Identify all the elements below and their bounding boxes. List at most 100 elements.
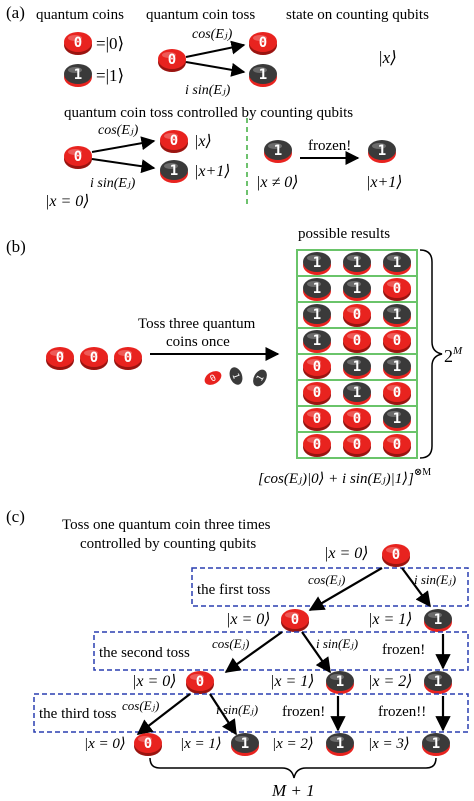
coin-one-icon: 1 [303,278,331,301]
coin-zero-icon: 0 [343,408,371,431]
svg-text:1: 1 [313,281,321,297]
coin-zero-icon: 0 [343,330,371,353]
arrow-icon [136,693,191,735]
coin-one-icon: 1 [383,252,411,275]
coin-zero-icon: 0 [383,434,411,457]
tumbling-coin-one-icon: 1 [253,369,267,387]
coin-one-icon: 1 [326,733,354,756]
svg-text:0: 0 [74,149,82,165]
third-toss-label: the third toss [39,706,117,722]
frozen-a: frozen! [308,138,351,154]
coin-one-icon: 1 [303,304,331,327]
coin-zero-icon: 0 [114,347,142,370]
row1-ket-0: |x = 0⟩ [226,611,271,628]
coin-one-icon: 1 [422,733,450,756]
coin-zero-icon: 0 [382,544,410,567]
amp-cos-c2: cos(Eⱼ) [212,636,249,651]
coin-one-icon: 1 [383,304,411,327]
svg-text:0: 0 [170,133,178,149]
svg-text:1: 1 [353,281,361,297]
brace-label: M + 1 [271,781,315,800]
row3-ket-0: |x = 0⟩ [84,736,126,752]
arrow-icon [185,40,246,58]
power-base: 2M [444,345,463,366]
amp-isin-c3: i sin(Eⱼ) [216,702,258,717]
frozen-c3b: frozen!! [378,704,426,720]
heading-possible-results: possible results [298,226,390,242]
svg-text:1: 1 [353,359,361,375]
svg-text:1: 1 [432,736,440,752]
row2-ket-2: |x = 2⟩ [368,673,413,690]
svg-text:0: 0 [124,350,132,366]
svg-text:1: 1 [393,307,401,323]
svg-text:0: 0 [393,281,401,297]
svg-text:0: 0 [313,437,321,453]
svg-text:0: 0 [353,307,361,323]
coin-zero-icon: 0 [249,32,277,55]
result-row: 1 1 0 [296,275,418,303]
coin-zero-icon: 0 [303,434,331,457]
coin-one-icon: 1 [343,356,371,379]
coin-one-icon: 1 [231,733,259,756]
amp-isin-c1: i sin(Eⱼ) [414,572,456,587]
row2-ket-0: |x = 0⟩ [132,673,177,690]
brace-icon [419,249,443,459]
arrow-icon [224,631,283,673]
svg-text:0: 0 [168,52,176,68]
result-row: 0 0 0 [296,431,418,459]
title-line1: Toss one quantum coin three times [62,517,271,533]
frozen-c3: frozen! [282,704,325,720]
tumbling-coin-zero-icon: 0 [204,371,222,385]
coin-one-icon: 1 [160,160,188,183]
svg-text:1: 1 [259,67,267,83]
ket-x: |x⟩ [194,133,212,150]
svg-text:1: 1 [393,255,401,271]
arrow-icon [308,567,383,611]
state-x: |x⟩ [378,48,397,67]
coin-zero-icon: 0 [303,408,331,431]
coin-zero-icon: 0 [303,382,331,405]
svg-text:1: 1 [378,143,386,159]
heading-quantum-coin-toss: quantum coin toss [146,7,255,23]
coin-one-icon: 1 [343,382,371,405]
third-toss-box [33,693,469,733]
coin-one-icon: 1 [383,356,411,379]
toss-line2: coins once [166,334,230,350]
first-toss-box [191,567,469,607]
coin-zero-icon: 0 [343,304,371,327]
svg-text:0: 0 [90,350,98,366]
coin-one-icon: 1 [424,671,452,694]
svg-text:0: 0 [393,385,401,401]
coin-zero-icon: 0 [343,434,371,457]
coin-zero-icon: 0 [134,733,162,756]
svg-text:1: 1 [170,163,178,179]
coin-one-icon: 1 [343,252,371,275]
svg-text:1: 1 [336,736,344,752]
svg-text:1: 1 [336,674,344,690]
amp-isin-ctrl: i sin(Eⱼ) [90,176,136,191]
coin-zero-icon: 0 [64,146,92,169]
arrow-icon [209,693,237,736]
coin-zero-icon: 0 [383,330,411,353]
svg-text:0: 0 [196,674,204,690]
svg-text:0: 0 [393,333,401,349]
coin-zero-icon: 0 [281,609,309,632]
amp-cos-c1: cos(Eⱼ) [308,572,345,587]
coin-zero-icon: 0 [186,671,214,694]
svg-text:1: 1 [74,67,82,83]
row3-ket-3: |x = 3⟩ [368,736,410,752]
svg-text:0: 0 [353,437,361,453]
coin-one-icon: 1 [303,330,331,353]
row1-ket-1: |x = 1⟩ [368,611,413,628]
coin-zero-icon: 0 [64,32,92,55]
brace-icon [149,757,437,779]
toss-line1: Toss three quantum [138,316,256,332]
tumbling-coin-one-icon: 1 [229,367,243,385]
svg-text:0: 0 [393,437,401,453]
svg-text:0: 0 [353,411,361,427]
cond-x-ne-0: |x ≠ 0⟩ [256,174,299,191]
